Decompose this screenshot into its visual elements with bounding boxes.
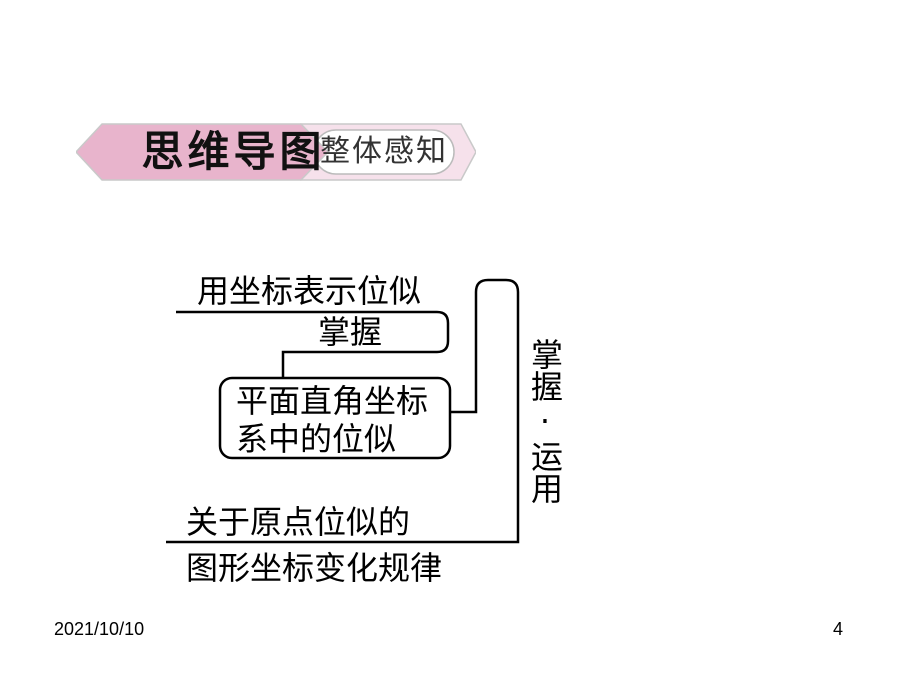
- side-label-master-apply: 掌握·运用: [526, 338, 564, 504]
- node-origin-similarity-line2: 图形坐标变化规律: [186, 549, 443, 587]
- top-branch-line: [176, 310, 450, 378]
- footer-date: 2021/10/10: [54, 619, 145, 639]
- mindmap-banner: 思维导图 整体感知: [76, 120, 476, 184]
- banner-subtitle: 整体感知: [320, 134, 448, 169]
- page-number: 4: [833, 619, 844, 639]
- node-origin-similarity-line1: 关于原点位似的: [186, 503, 411, 541]
- node-box-line1: 平面直角坐标: [236, 382, 429, 420]
- banner-background: [76, 123, 476, 181]
- node-box-line2: 系中的位似: [236, 420, 397, 458]
- node-coordinate-similarity: 用坐标表示位似: [197, 272, 422, 310]
- main-bracket-line: [166, 278, 520, 544]
- position-box: [218, 376, 452, 460]
- banner-title: 思维导图: [141, 127, 326, 176]
- node-master: 掌握: [318, 313, 383, 351]
